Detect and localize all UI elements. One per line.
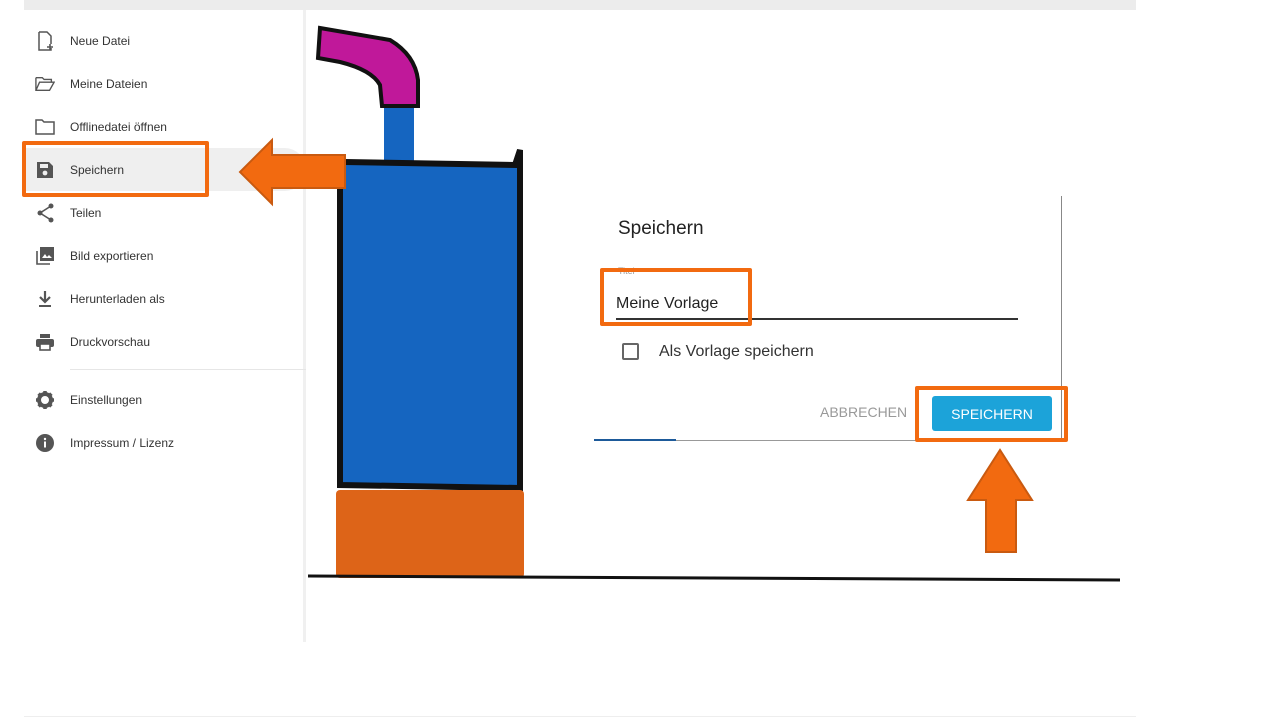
menu-item-download-as[interactable]: Herunterladen als: [24, 277, 306, 320]
menu-item-label: Meine Dateien: [70, 76, 148, 91]
menu-item-label: Bild exportieren: [70, 248, 154, 263]
save-button[interactable]: SPEICHERN: [932, 396, 1052, 431]
tank-drawing: [337, 149, 523, 492]
highlight-box-save-button: [915, 386, 1068, 442]
arrow-up-icon: [966, 448, 1034, 553]
save-icon: [35, 160, 55, 180]
pipe-drawing: [315, 25, 420, 108]
menu-item-label: Neue Datei: [70, 33, 131, 48]
bottom-divider: [24, 716, 1136, 717]
pipe-stem-drawing: [384, 108, 414, 168]
menu-item-imprint-license[interactable]: Impressum / Lizenz: [24, 421, 306, 464]
cancel-button[interactable]: ABBRECHEN: [820, 404, 908, 420]
folder-icon: [35, 117, 55, 137]
print-icon: [35, 332, 55, 352]
top-bar: [24, 0, 1136, 10]
highlight-box-title-input: [600, 268, 752, 326]
menu-item-share[interactable]: Teilen: [24, 191, 306, 234]
new-file-icon: [35, 30, 55, 51]
menu-item-settings[interactable]: Einstellungen: [24, 378, 306, 421]
share-icon: [35, 203, 55, 223]
save-dialog: Speichern Titel Als Vorlage speichern AB…: [594, 196, 1062, 442]
menu-item-label: Einstellungen: [70, 392, 143, 407]
menu-item-new-file[interactable]: Neue Datei: [24, 19, 306, 62]
menu-item-label: Herunterladen als: [70, 291, 165, 306]
save-as-template-checkbox[interactable]: [622, 343, 639, 360]
menu-divider: [70, 369, 306, 370]
base-drawing: [336, 490, 524, 578]
menu-item-export-image[interactable]: Bild exportieren: [24, 234, 306, 277]
download-icon: [35, 289, 55, 309]
highlight-box-save-menu: [22, 141, 209, 197]
info-icon: [35, 433, 55, 453]
dialog-title: Speichern: [618, 218, 704, 239]
menu-item-label: Impressum / Lizenz: [70, 435, 175, 450]
file-menu-sidebar: Neue Datei Meine Dateien Offlinedatei öf…: [24, 10, 306, 642]
ground-line: [307, 574, 1121, 582]
menu-item-my-files[interactable]: Meine Dateien: [24, 62, 306, 105]
menu-item-label: Teilen: [70, 205, 102, 220]
save-as-template-label[interactable]: Als Vorlage speichern: [659, 343, 814, 360]
title-input[interactable]: [616, 284, 1018, 320]
menu-item-open-offline-file[interactable]: Offlinedatei öffnen: [24, 105, 306, 148]
menu-item-label: Speichern: [70, 162, 125, 177]
menu-item-print-preview[interactable]: Druckvorschau: [24, 320, 306, 363]
folder-open-icon: [35, 74, 55, 94]
progress-accent: [594, 439, 676, 441]
dialog-bottom-line: [594, 440, 1062, 441]
gear-icon: [35, 390, 55, 410]
menu-item-label: Offlinedatei öffnen: [70, 119, 167, 134]
image-export-icon: [35, 246, 55, 266]
menu-item-label: Druckvorschau: [70, 334, 151, 349]
